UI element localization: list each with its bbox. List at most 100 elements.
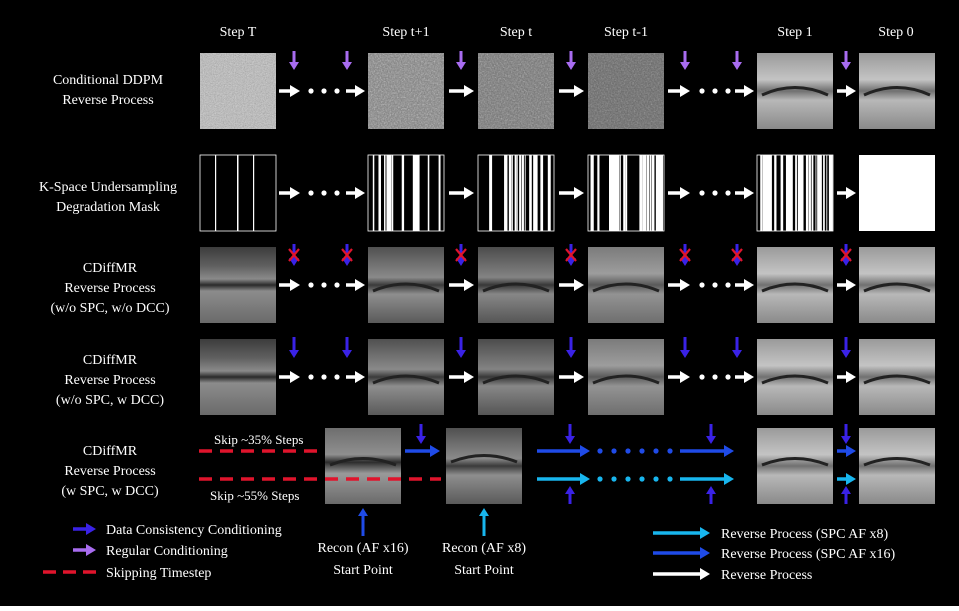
ddpm-step-t-plus-1-texture [368, 53, 444, 129]
cdiff-dcc-ellipsis-a-dot-1 [321, 374, 327, 380]
mask-step-1-stripe-39 [791, 155, 793, 231]
ddpm-ellipsis-b-dot-2 [725, 88, 731, 94]
mask-step-1-stripe-32 [769, 155, 772, 231]
mask-ellipsis-b-dot-0 [699, 190, 705, 196]
mask-step-t-plus-1-stripe-11 [372, 155, 375, 231]
spc-x8-ellipsis-dot-3 [639, 476, 645, 482]
ddpm-regular-cond-6-head [841, 62, 851, 70]
row-label-ddpm-line1: Conditional DDPM [53, 73, 164, 88]
spc-x16-ellipsis-dot-1 [611, 448, 617, 454]
knee-joint-lines [372, 282, 931, 385]
spc-x8-dc-cond-c-head [706, 486, 716, 494]
mask-step-1-stripe-38 [826, 155, 828, 231]
mask-step-t-plus-1-stripe-9 [388, 155, 392, 231]
mask-step-t-plus-1-stripe-2 [386, 155, 389, 231]
ddpm-arrow-f-head [744, 85, 754, 97]
row-label-mask-line1: K-Space Undersampling [39, 180, 177, 195]
cdiff-none-cross-6-stroke-b [840, 248, 852, 262]
cdiff-none-cross-3-stroke-b [565, 248, 577, 262]
mask-step-t-plus-1-stripe-0 [416, 155, 420, 231]
cdiff-none-cross-1-stroke-b [341, 248, 353, 262]
cdiff-none-arrow-b-head [355, 279, 365, 291]
row-label-cdiff-spc-line1: CDiffMR [83, 444, 138, 459]
spc-x16-ellipsis-dot-2 [625, 448, 631, 454]
row-cdiff-images [200, 247, 935, 415]
joint-row0-col3 [761, 282, 829, 293]
skip-55-label: Skip ~55% Steps [210, 488, 299, 503]
mask-step-1-stripe-31 [800, 155, 803, 231]
ddpm-step-t-minus-1-texture [588, 53, 664, 129]
mask-ellipsis-a-dot-1 [321, 190, 327, 196]
cdiff-none-cross-4-stroke-b [679, 248, 691, 262]
mask-arrow-e-head [680, 187, 690, 199]
mask-step-t-stripe-15 [504, 155, 506, 231]
row-labels: Conditional DDPM Reverse Process K-Space… [39, 73, 177, 499]
mask-step-t-stripe-4 [511, 155, 513, 231]
row-label-cdiff-none-line2: Reverse Process [64, 281, 155, 296]
mask-step-t-minus-1-stripe-2 [649, 155, 652, 231]
joint-row1-col4 [863, 374, 931, 385]
spc-step-1-joint [761, 457, 829, 467]
joint-row0-col4 [863, 282, 931, 293]
mask-step-t-plus-1-stripe-3 [384, 155, 386, 231]
mask-step-t-minus-1-stripe-15 [655, 155, 659, 231]
cdiff-dcc-arrow-f-head [744, 371, 754, 383]
spc-x8-ellipsis-dot-0 [597, 476, 603, 482]
mask-step-t-plus-1-stripe-13 [412, 155, 416, 231]
ddpm-regular-cond-5-head [732, 62, 742, 70]
cdiff-none-cross-0-stroke-b [288, 248, 300, 262]
mask-step-1-stripe-19 [774, 155, 777, 231]
spc-x16-arrow-c-head [724, 445, 734, 457]
cdiff-none-arrow-d-head [574, 279, 584, 291]
start-x16-line2: Start Point [333, 563, 393, 578]
col-header-step-t: Step t [500, 25, 532, 40]
mask-step-T-line-b [237, 155, 239, 231]
spc-x8-ellipsis-dot-5 [667, 476, 673, 482]
legend-spc-x8-arrow-head [700, 527, 710, 539]
spc-x16-arrow-b-head [580, 445, 590, 457]
cdiff-dcc-ellipsis-b-dot-0 [699, 374, 705, 380]
legend-regular-label: Regular Conditioning [106, 544, 228, 559]
spc-x16-arrow-d-head [846, 445, 856, 457]
legend-regular-arrow-head [86, 544, 96, 556]
cdiff-dcc-dc-cond-0-head [289, 350, 299, 358]
mask-arrow-d-head [574, 187, 584, 199]
cdiff-none-ellipsis-b-dot-1 [712, 282, 718, 288]
mask-step-images [367, 154, 834, 232]
ddpm-arrow-e-head [680, 85, 690, 97]
spc-recon-x8-image [446, 428, 522, 504]
row-mask-images [199, 154, 935, 232]
mask-step-1-stripe-30 [818, 155, 821, 231]
ddpm-regular-cond-1-head [342, 62, 352, 70]
cdiff-dcc-ellipsis-b-dot-1 [712, 374, 718, 380]
cdiff-dcc-arrow-g-head [846, 371, 856, 383]
start-x16-up-arrow-head [358, 508, 368, 516]
start-x8-line2: Start Point [454, 563, 514, 578]
ddpm-arrow-b-head [355, 85, 365, 97]
mask-step-t-minus-1-stripe-7 [625, 155, 628, 231]
cdiff-none-ellipsis-a-dot-2 [334, 282, 340, 288]
legend-data-consistency-label: Data Consistency Conditioning [106, 523, 282, 538]
mask-step-1-stripe-20 [767, 155, 770, 231]
mask-step-1-stripe-21 [766, 155, 769, 231]
cdiff-none-arrow-f-head [744, 279, 754, 291]
ddpm-step-t-texture [478, 53, 554, 129]
cdiff-none-ellipsis-a-dot-1 [321, 282, 327, 288]
ddpm-arrow-g-head [846, 85, 856, 97]
mask-step-t-stripe-17 [489, 155, 492, 231]
mask-step-T-line-c [253, 155, 255, 231]
spc-x16-arrow-a-head [430, 445, 440, 457]
col-header-step-t-plus-1: Step t+1 [382, 25, 429, 40]
legend-spc-x16-arrow-head [700, 547, 710, 559]
legend: Data Consistency Conditioning Regular Co… [106, 523, 896, 583]
mask-step-t-plus-1-stripe-7 [391, 155, 394, 231]
mask-step-t-plus-1-stripe-4 [427, 155, 430, 231]
cdiff-dcc-dc-cond-4-head [680, 350, 690, 358]
cdiff-dcc-step-T-image [200, 339, 276, 415]
mask-step-t-plus-1-stripe-5 [414, 155, 418, 231]
spc-x16-dc-cond-a-head [416, 436, 426, 444]
cdiff-none-cond-6-head [841, 258, 851, 266]
spc-x8-ellipsis-dot-1 [611, 476, 617, 482]
